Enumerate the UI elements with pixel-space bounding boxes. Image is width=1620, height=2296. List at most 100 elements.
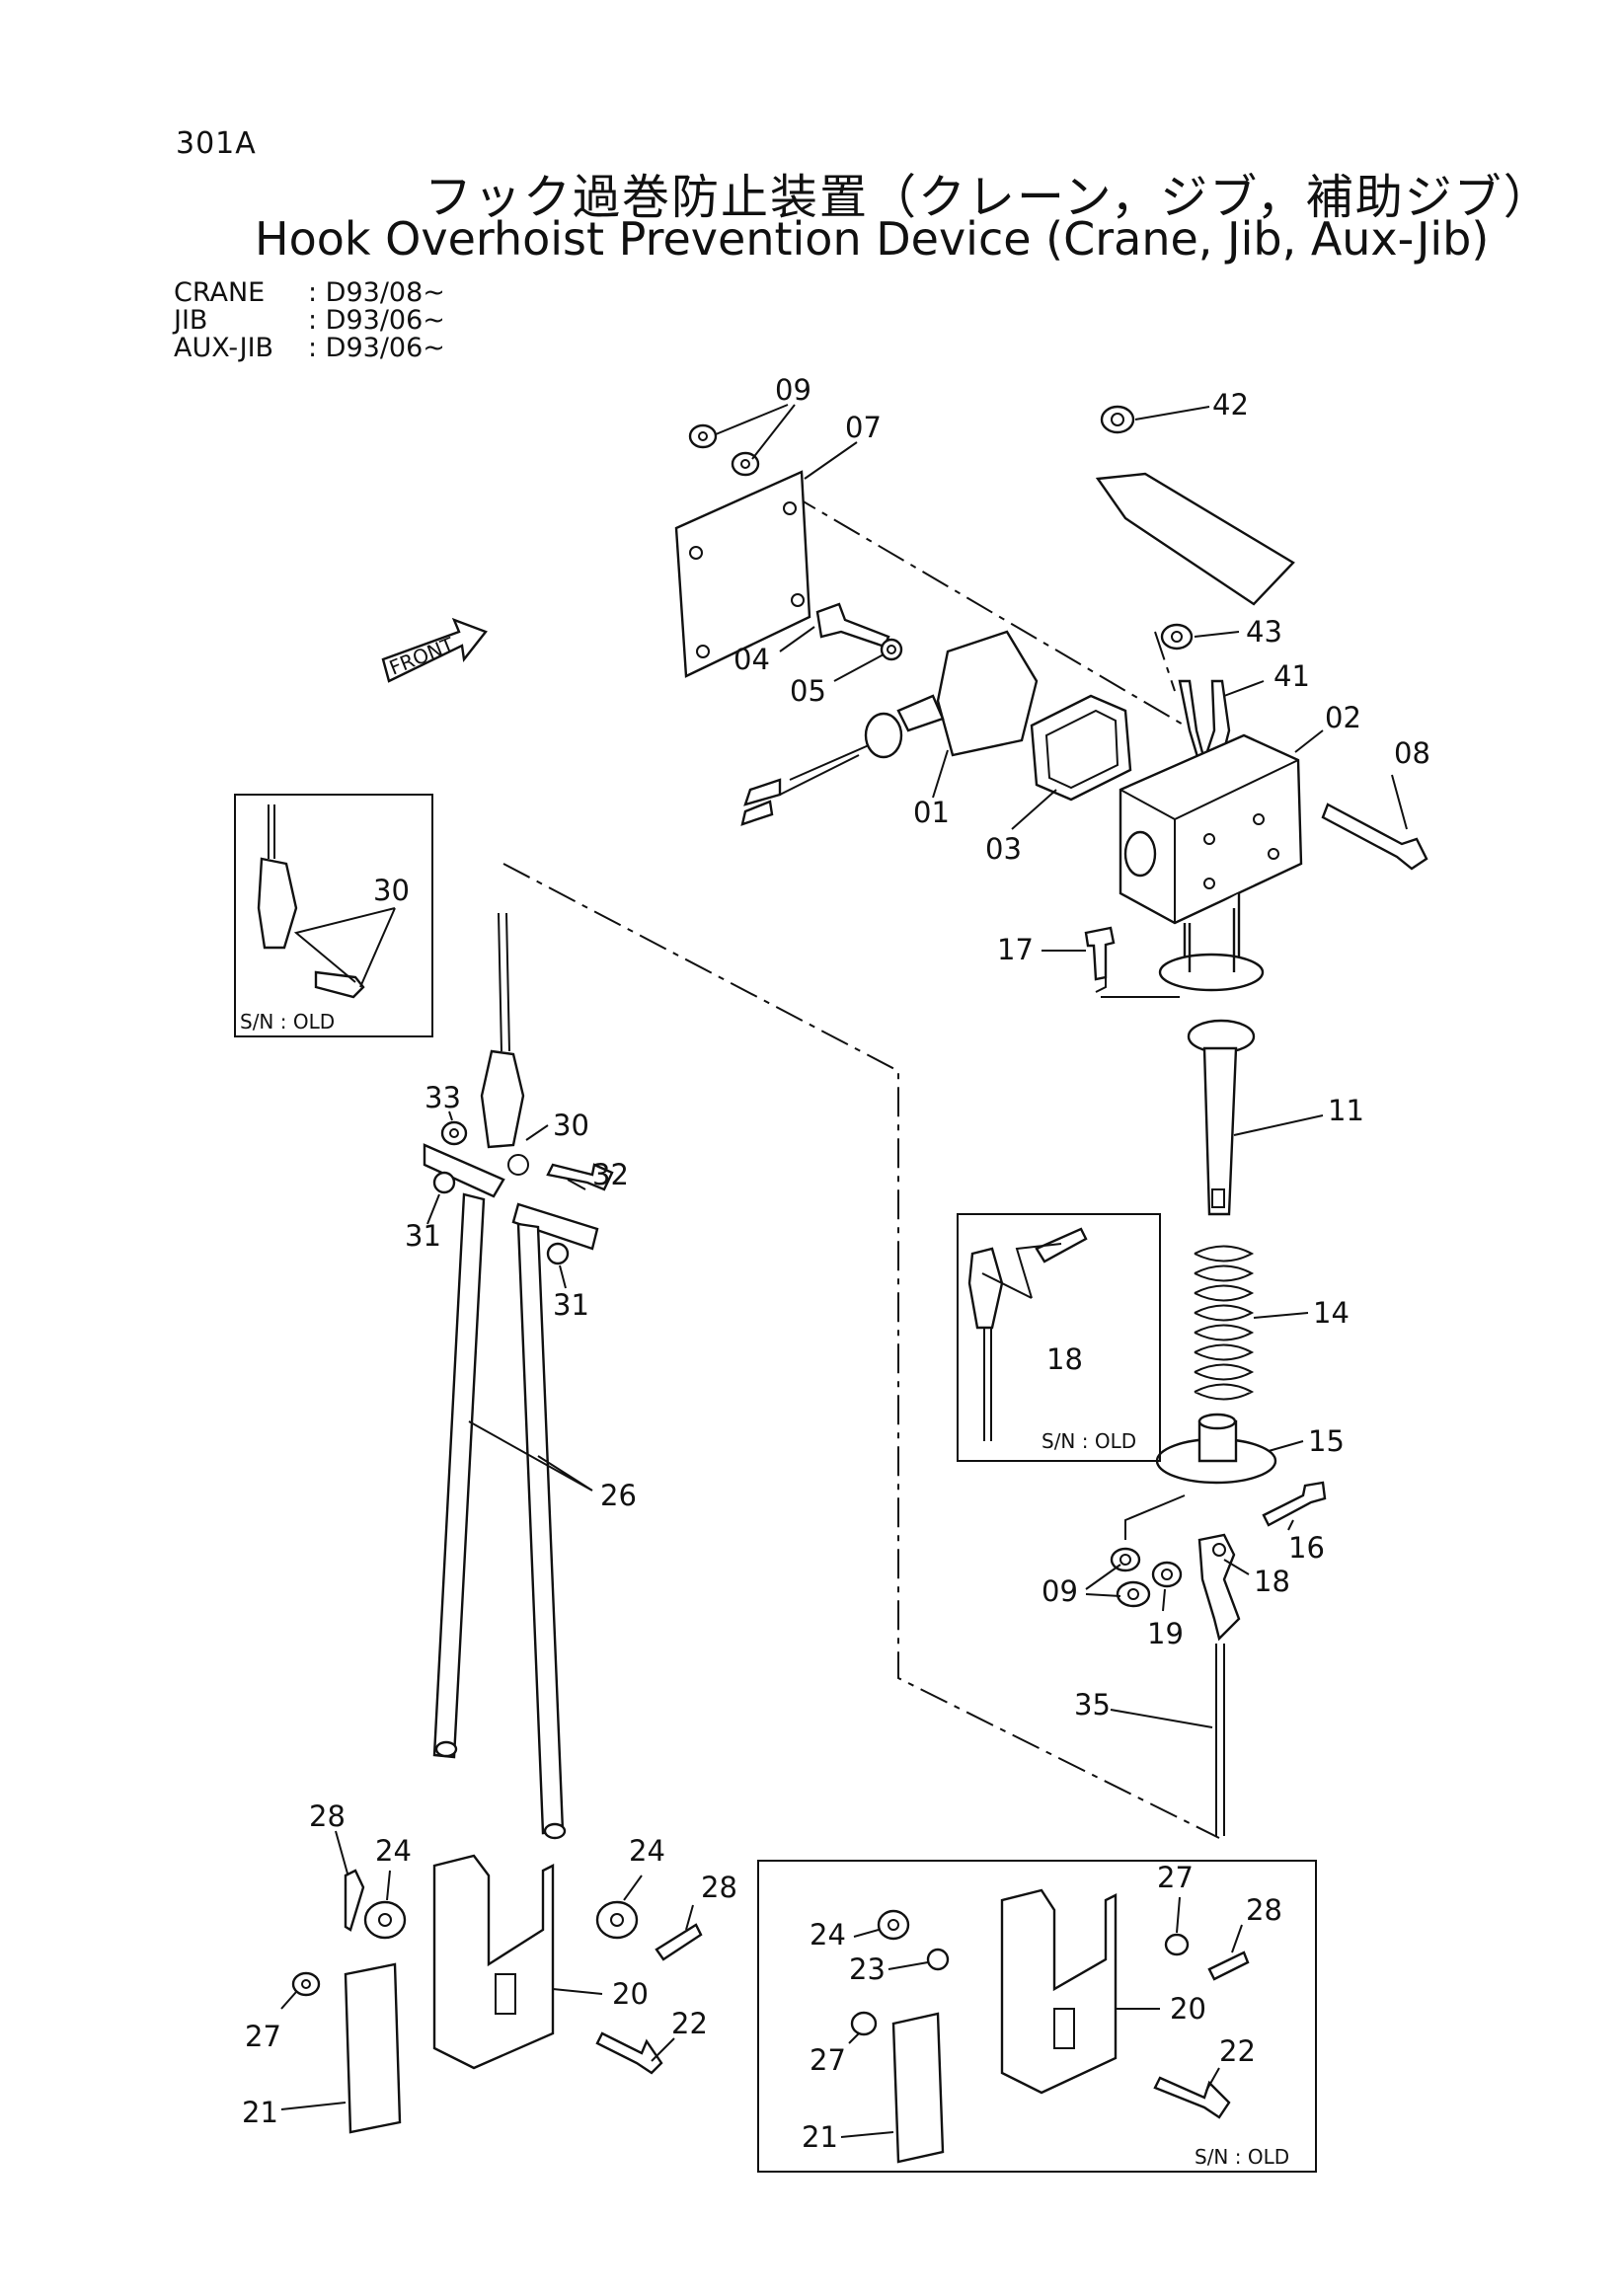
part-label-08: 08 bbox=[1394, 736, 1430, 770]
part-label-30-inset: 30 bbox=[373, 874, 410, 907]
part-label-31-b: 31 bbox=[553, 1288, 589, 1322]
inset-label: S/N : OLD bbox=[1041, 1429, 1136, 1453]
part-label-27: 27 bbox=[245, 2020, 281, 2053]
part-label-41: 41 bbox=[1273, 659, 1310, 693]
serial-key: CRANE bbox=[174, 277, 266, 308]
serial-value: : D93/06~ bbox=[308, 305, 445, 336]
inset-18-old: S/N : OLD bbox=[957, 1213, 1161, 1462]
part-label-09-lower: 09 bbox=[1041, 1574, 1078, 1608]
leader-lines bbox=[280, 404, 1408, 2138]
upper-wire bbox=[498, 912, 510, 1052]
part-label-07: 07 bbox=[845, 411, 882, 444]
part-15-seat bbox=[1155, 1413, 1277, 1485]
part-03-cover bbox=[1030, 694, 1132, 802]
part-21-block-inset bbox=[891, 2012, 945, 2164]
part-01-limit-switch bbox=[740, 630, 1039, 826]
part-label-24-inset: 24 bbox=[810, 1918, 846, 1952]
part-label-18-inset: 18 bbox=[1046, 1342, 1083, 1376]
part-label-05: 05 bbox=[790, 674, 826, 708]
title-english: Hook Overhoist Prevention Device (Crane,… bbox=[255, 212, 1490, 266]
part-label-22: 22 bbox=[671, 2007, 708, 2040]
inset-label: S/N : OLD bbox=[1195, 2145, 1289, 2169]
part-label-21: 21 bbox=[242, 2096, 278, 2129]
part-14-spring bbox=[1194, 1245, 1255, 1401]
part-label-11: 11 bbox=[1328, 1094, 1364, 1127]
part-43-nut bbox=[1160, 623, 1194, 651]
part-label-24: 24 bbox=[375, 1834, 412, 1868]
serial-value: : D93/08~ bbox=[308, 277, 445, 308]
part-24-nut-left bbox=[363, 1900, 407, 1940]
part-04-bolt bbox=[815, 602, 890, 649]
part-18-wire-end bbox=[1197, 1533, 1241, 1642]
part-28-split-pin-right bbox=[655, 1923, 703, 1961]
part-label-23: 23 bbox=[849, 1952, 886, 1986]
part-26-arms bbox=[432, 1192, 567, 1840]
serial-row-jib: JIB : D93/06~ bbox=[174, 307, 445, 335]
part-28-split-pin-left bbox=[344, 1869, 365, 1932]
part-label-27-inset: 27 bbox=[1157, 1861, 1194, 1894]
part-label-28-inset: 28 bbox=[1246, 1893, 1282, 1927]
part-22-bolt-left bbox=[595, 2031, 663, 2075]
part-label-26: 26 bbox=[600, 1479, 637, 1512]
part-20-block-inset bbox=[1000, 1888, 1118, 2095]
assembly-centerlines bbox=[502, 493, 1220, 1839]
part-24-nut-inset bbox=[877, 1909, 910, 1941]
part-label-28: 28 bbox=[309, 1799, 346, 1833]
part-27-washer-left bbox=[291, 1971, 321, 1997]
serial-key: AUX-JIB bbox=[174, 333, 274, 363]
part-07-plate bbox=[674, 470, 811, 678]
part-label-03: 03 bbox=[985, 832, 1022, 866]
part-label-18: 18 bbox=[1254, 1565, 1290, 1598]
serial-key: JIB bbox=[174, 305, 208, 336]
part-label-20: 20 bbox=[612, 1977, 649, 2011]
part-label-35: 35 bbox=[1074, 1688, 1111, 1722]
part-label-43: 43 bbox=[1246, 615, 1282, 649]
part-label-28-b: 28 bbox=[701, 1871, 737, 1904]
part-label-19: 19 bbox=[1147, 1617, 1184, 1650]
part-label-33: 33 bbox=[424, 1081, 461, 1114]
part-label-16: 16 bbox=[1288, 1531, 1325, 1565]
part-17-bolt bbox=[1084, 926, 1116, 981]
part-09-nuts bbox=[688, 423, 760, 477]
serial-value: : D93/06~ bbox=[308, 333, 445, 363]
part-label-24-b: 24 bbox=[629, 1834, 665, 1868]
part-19-nut bbox=[1151, 1561, 1183, 1588]
part-21-block-left bbox=[344, 1962, 402, 2134]
part-bracket-angle bbox=[1095, 472, 1295, 606]
part-31-plates bbox=[423, 1143, 599, 1265]
part-label-04: 04 bbox=[733, 643, 770, 676]
part-label-21-inset: 21 bbox=[802, 2120, 838, 2154]
front-arrow-icon: FRONT bbox=[381, 617, 488, 683]
inset-lower-old: S/N : OLD bbox=[757, 1860, 1317, 2173]
part-02-housing bbox=[1119, 733, 1303, 992]
serial-row-aux-jib: AUX-JIB : D93/06~ bbox=[174, 335, 445, 362]
serial-row-crane: CRANE : D93/08~ bbox=[174, 279, 445, 307]
part-42-nut bbox=[1100, 405, 1135, 434]
page-number: 301A bbox=[176, 126, 257, 161]
part-label-20-inset: 20 bbox=[1170, 1992, 1206, 2026]
part-label-01: 01 bbox=[913, 796, 950, 829]
part-label-27-inset-b: 27 bbox=[810, 2043, 846, 2077]
part-label-31: 31 bbox=[405, 1219, 441, 1253]
part-32-bolt bbox=[546, 1163, 614, 1191]
part-label-42: 42 bbox=[1212, 388, 1249, 421]
part-label-30: 30 bbox=[553, 1109, 589, 1142]
part-28-pin-inset bbox=[1207, 1951, 1250, 1981]
part-label-02: 02 bbox=[1325, 701, 1361, 734]
part-09-nuts-lower bbox=[1110, 1547, 1151, 1608]
part-label-15: 15 bbox=[1308, 1424, 1345, 1458]
part-27-washer-inset-left bbox=[850, 2011, 878, 2036]
part-30-clevis bbox=[480, 1049, 529, 1176]
part-label-17: 17 bbox=[997, 933, 1034, 966]
part-label-09: 09 bbox=[775, 373, 811, 407]
part-23-washer bbox=[926, 1948, 950, 1971]
title-japanese: フック過巻防止装置（クレーン，ジブ，補助ジブ） bbox=[424, 170, 1553, 225]
inset-30-old: S/N : OLD bbox=[234, 794, 433, 1037]
part-27-washer-inset bbox=[1164, 1933, 1190, 1956]
part-33-nut bbox=[440, 1120, 468, 1146]
part-05-washer bbox=[880, 638, 903, 661]
part-16-bolt bbox=[1262, 1481, 1327, 1527]
part-24-nut-right bbox=[595, 1900, 639, 1940]
part-labels: 09 07 42 04 05 43 41 02 08 01 03 17 11 1… bbox=[242, 373, 1430, 2154]
